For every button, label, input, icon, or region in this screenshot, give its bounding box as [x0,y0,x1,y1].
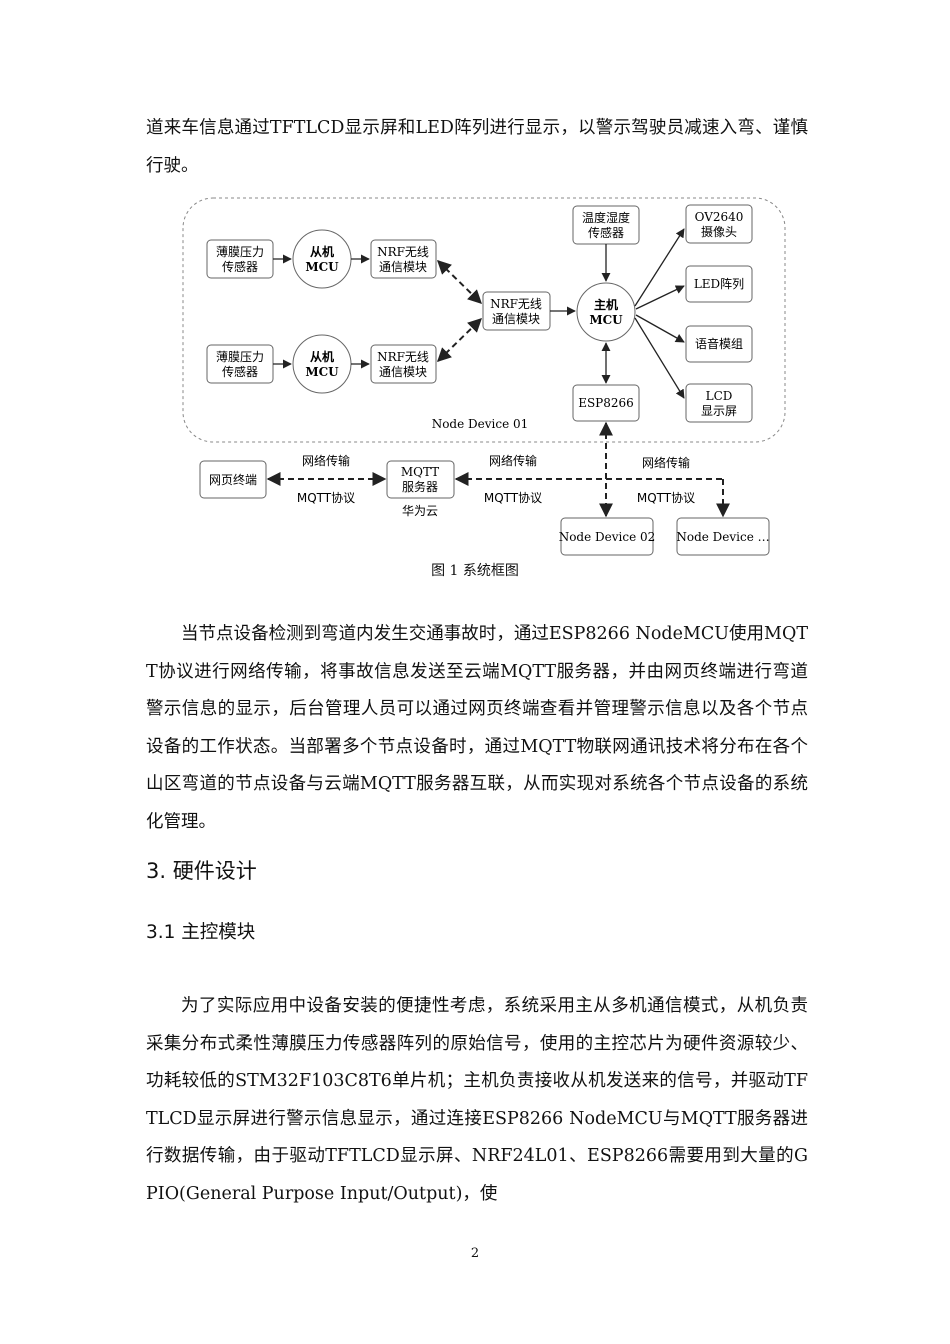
node-device-more-box [676,517,770,556]
sensor-label-1: 薄膜压力传感器 [216,244,264,274]
lcd-box [685,383,753,423]
mqtt-label-1: MQTT协议 [297,490,355,505]
edge-mcu-voice [635,314,685,343]
led-array-box [685,265,753,303]
slave-mcu-2 [292,334,352,394]
nrf-slave-label-1: NRF无线通信模块 [377,245,429,274]
edge-nrf2-nrfmaster [436,318,483,362]
nrf-slave-box-2 [370,344,437,384]
nrf-master-label: NRF无线通信模块 [490,297,542,326]
intro-paragraph: 道来车信息通过TFTLCD显示屏和LED阵列进行显示，以警示驾驶员减速入弯、谨慎… [146,118,808,176]
mqtt-server-box [386,460,455,499]
edge-nrf1-nrfmaster [436,260,483,304]
master-mcu [576,282,636,342]
camera-box [685,204,753,244]
nrf-slave-label-2: NRF无线通信模块 [377,350,429,379]
nrf-slave-box-1 [370,239,437,279]
web-terminal-label: 网页终端 [209,472,257,487]
subsection-heading: 3.1 主控模块 [146,922,256,943]
node-device-more-label: Node Device … [676,530,769,544]
figure-caption: 图 1 系统框图 [431,563,519,579]
mqtt-label-2: MQTT协议 [484,490,542,505]
node-device-02-label: Node Device 02 [559,530,656,544]
web-terminal-box [199,460,267,499]
esp8266-label: ESP8266 [578,396,634,410]
edge-mcu-lcd [634,317,685,399]
sensor-label-2: 薄膜压力传感器 [216,349,264,379]
esp8266-box [572,384,640,422]
cloud-label: 华为云 [402,504,438,518]
edge-mcu-led [635,285,685,310]
net-label-3: 网络传输 [642,455,690,470]
page-number: 2 [470,1246,480,1261]
node-device-02-box [560,517,654,556]
paragraph-main-control: 为了实际应用中设备安装的便捷性考虑，系统采用主从多机通信模式，从机负责采集分布式… [146,996,808,1204]
section-heading: 3. 硬件设计 [146,859,257,883]
mqtt-label-3: MQTT协议 [637,490,695,505]
voice-module-label: 语音模组 [695,336,743,351]
temp-sensor-label: 温度湿度传感器 [582,210,630,240]
edge-mcu-camera [634,228,685,307]
voice-module-box [685,325,753,363]
led-array-label: LED阵列 [694,277,744,291]
node-device-label: Node Device 01 [432,417,529,431]
net-label-1: 网络传输 [302,453,350,468]
net-label-2: 网络传输 [489,453,537,468]
paragraph-accident-handling: 当节点设备检测到弯道内发生交通事故时，通过ESP8266 NodeMCU使用MQ… [146,624,808,832]
slave-mcu-1 [292,229,352,289]
node-device-boundary [182,197,786,443]
